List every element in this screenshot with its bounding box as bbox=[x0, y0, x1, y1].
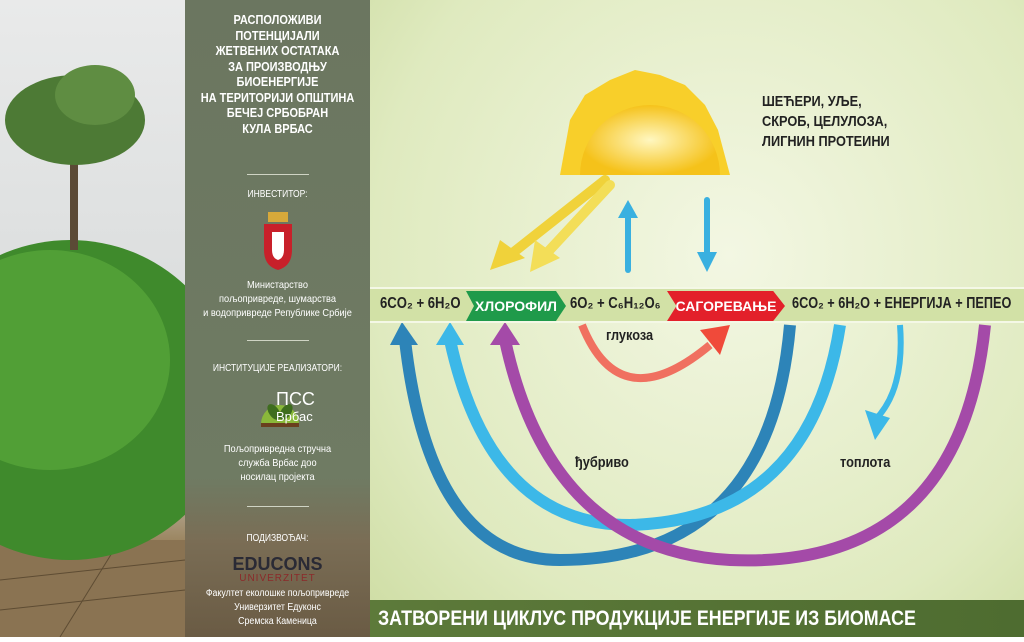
subcontractor-name: Факултет еколошке пољопривреде Универзит… bbox=[196, 587, 359, 629]
subcontractor-label: ПОДИЗВОЂАЧ: bbox=[246, 533, 309, 544]
text-line: Министарство bbox=[247, 279, 308, 291]
sun-icon bbox=[560, 70, 730, 175]
text-line: Сремска Каменица bbox=[238, 616, 317, 627]
glucose-label: глукоза bbox=[606, 327, 654, 344]
cycle-arcs bbox=[390, 322, 991, 567]
title-line: ЖЕТВЕНИХ ОСТАТАКА bbox=[215, 44, 340, 58]
text-line: и водопривреде Републике Србије bbox=[203, 307, 352, 319]
project-title: РАСПОЛОЖИВИ ПОТЕНЦИЈАЛИ ЖЕТВЕНИХ ОСТАТАК… bbox=[196, 13, 359, 137]
tree-globe-illustration bbox=[0, 65, 235, 638]
educons-logo: EDUCONS UNIVERZITET bbox=[225, 555, 330, 584]
divider bbox=[247, 506, 309, 507]
chlorophyll-step: ХЛОРОФИЛ bbox=[466, 291, 566, 321]
divider bbox=[247, 174, 309, 175]
reactants: 6CO₂ + 6H₂O bbox=[380, 295, 461, 312]
title-line: КУЛА ВРБАС bbox=[242, 121, 313, 136]
title-line: ПОТЕНЦИЈАЛИ bbox=[235, 28, 320, 43]
implementers-label: ИНСТИТУЦИЈЕ РЕАЛИЗАТОРИ: bbox=[212, 363, 343, 374]
title-line: ЗА ПРОИЗВОДЊУ bbox=[228, 59, 327, 74]
leaf-logo-icon bbox=[261, 404, 299, 427]
background-photo bbox=[0, 0, 235, 638]
cycle-arrows bbox=[390, 70, 991, 567]
title-line: НА ТЕРИТОРИЈИ ОПШТИНА bbox=[200, 90, 355, 105]
fertilizer-label: ђубриво bbox=[575, 454, 629, 471]
heat-label: топлота bbox=[840, 454, 891, 471]
text-line: ЛИГНИН ПРОТЕИНИ bbox=[762, 133, 890, 150]
title-line: РАСПОЛОЖИВИ bbox=[233, 13, 322, 27]
logo-text: Врбас bbox=[276, 409, 313, 424]
text-line: Универзитет Едуконс bbox=[234, 602, 321, 613]
divider bbox=[247, 340, 309, 341]
serbia-coat-of-arms-icon bbox=[264, 212, 292, 270]
photosynthesis-products: 6O₂ + C₆H₁₂O₆ bbox=[570, 295, 661, 312]
title-line: БИОЕНЕРГИЈЕ bbox=[236, 75, 319, 89]
logo-text: UNIVERZITET bbox=[239, 573, 316, 584]
title-line: БЕЧЕЈ СРБОБРАН bbox=[226, 106, 329, 120]
pss-vrbas-logo: ПСС Врбас bbox=[230, 390, 330, 435]
combustion-step: САГОРЕВАЊЕ bbox=[667, 291, 785, 321]
combustion-products: 6CO₂ + 6H₂O + ЕНЕРГИЈА + ПЕПЕО bbox=[792, 295, 1012, 312]
text-line: носилац пројекта bbox=[240, 471, 315, 483]
investor-name: Министарство пољопривреде, шумарства и в… bbox=[196, 278, 359, 320]
biomass-products: ШЕЋЕРИ, УЉЕ, СКРОБ, ЦЕЛУЛОЗА, ЛИГНИН ПРО… bbox=[762, 92, 890, 152]
footer-title: ЗАТВОРЕНИ ЦИКЛУС ПРОДУКЦИЈЕ ЕНЕРГИЈЕ ИЗ … bbox=[370, 600, 1024, 637]
info-panel: РАСПОЛОЖИВИ ПОТЕНЦИЈАЛИ ЖЕТВЕНИХ ОСТАТАК… bbox=[185, 0, 370, 637]
text-line: Пољопривредна стручна bbox=[223, 443, 332, 455]
text-line: Факултет еколошке пољопривреде bbox=[205, 588, 350, 599]
footer-text: ЗАТВОРЕНИ ЦИКЛУС ПРОДУКЦИЈЕ ЕНЕРГИЈЕ ИЗ … bbox=[378, 607, 916, 630]
text-line: пољопривреде, шумарства bbox=[219, 293, 336, 305]
text-line: ШЕЋЕРИ, УЉЕ, bbox=[762, 93, 862, 110]
implementer-name: Пољопривредна стручна служба Врбас доо н… bbox=[196, 442, 359, 484]
sunlight-arrows bbox=[490, 175, 717, 273]
logo-text: ПСС bbox=[276, 389, 315, 409]
logo-text: EDUCONS bbox=[232, 554, 323, 574]
text-line: СКРОБ, ЦЕЛУЛОЗА, bbox=[762, 113, 888, 130]
investor-label: ИНВЕСТИТОР: bbox=[247, 189, 308, 200]
reaction-equation-bar: 6CO₂ + 6H₂O ХЛОРОФИЛ 6O₂ + C₆H₁₂O₆ САГОР… bbox=[370, 287, 1024, 323]
text-line: служба Врбас доо bbox=[238, 457, 317, 469]
